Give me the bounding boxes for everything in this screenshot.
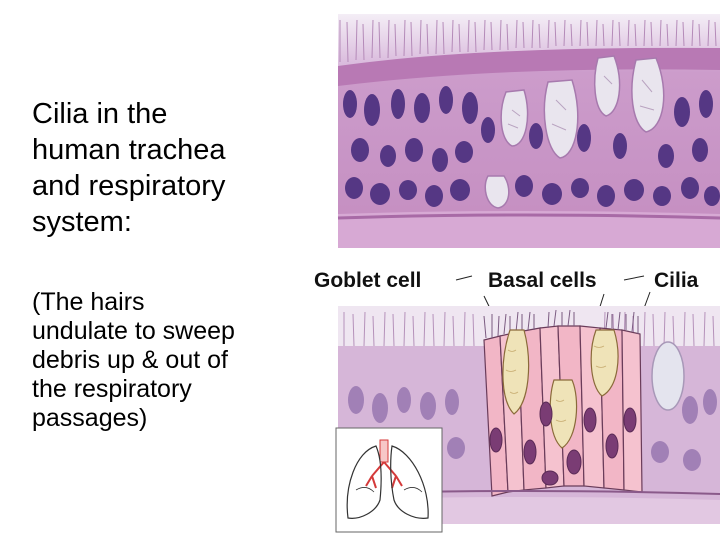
goblet-cell-label: Goblet cell: [314, 269, 421, 292]
basal-cells-label: Basal cells: [488, 269, 597, 292]
slide-body-text: (The hairs undulate to sweep debris up &…: [32, 288, 235, 432]
cell-diagram-image: [337, 306, 720, 524]
micrograph-image: [337, 14, 720, 248]
slide-title: Cilia in the human trachea and respirato…: [32, 98, 226, 238]
lungs-image: [335, 427, 443, 533]
cilia-label: Cilia: [654, 269, 699, 292]
